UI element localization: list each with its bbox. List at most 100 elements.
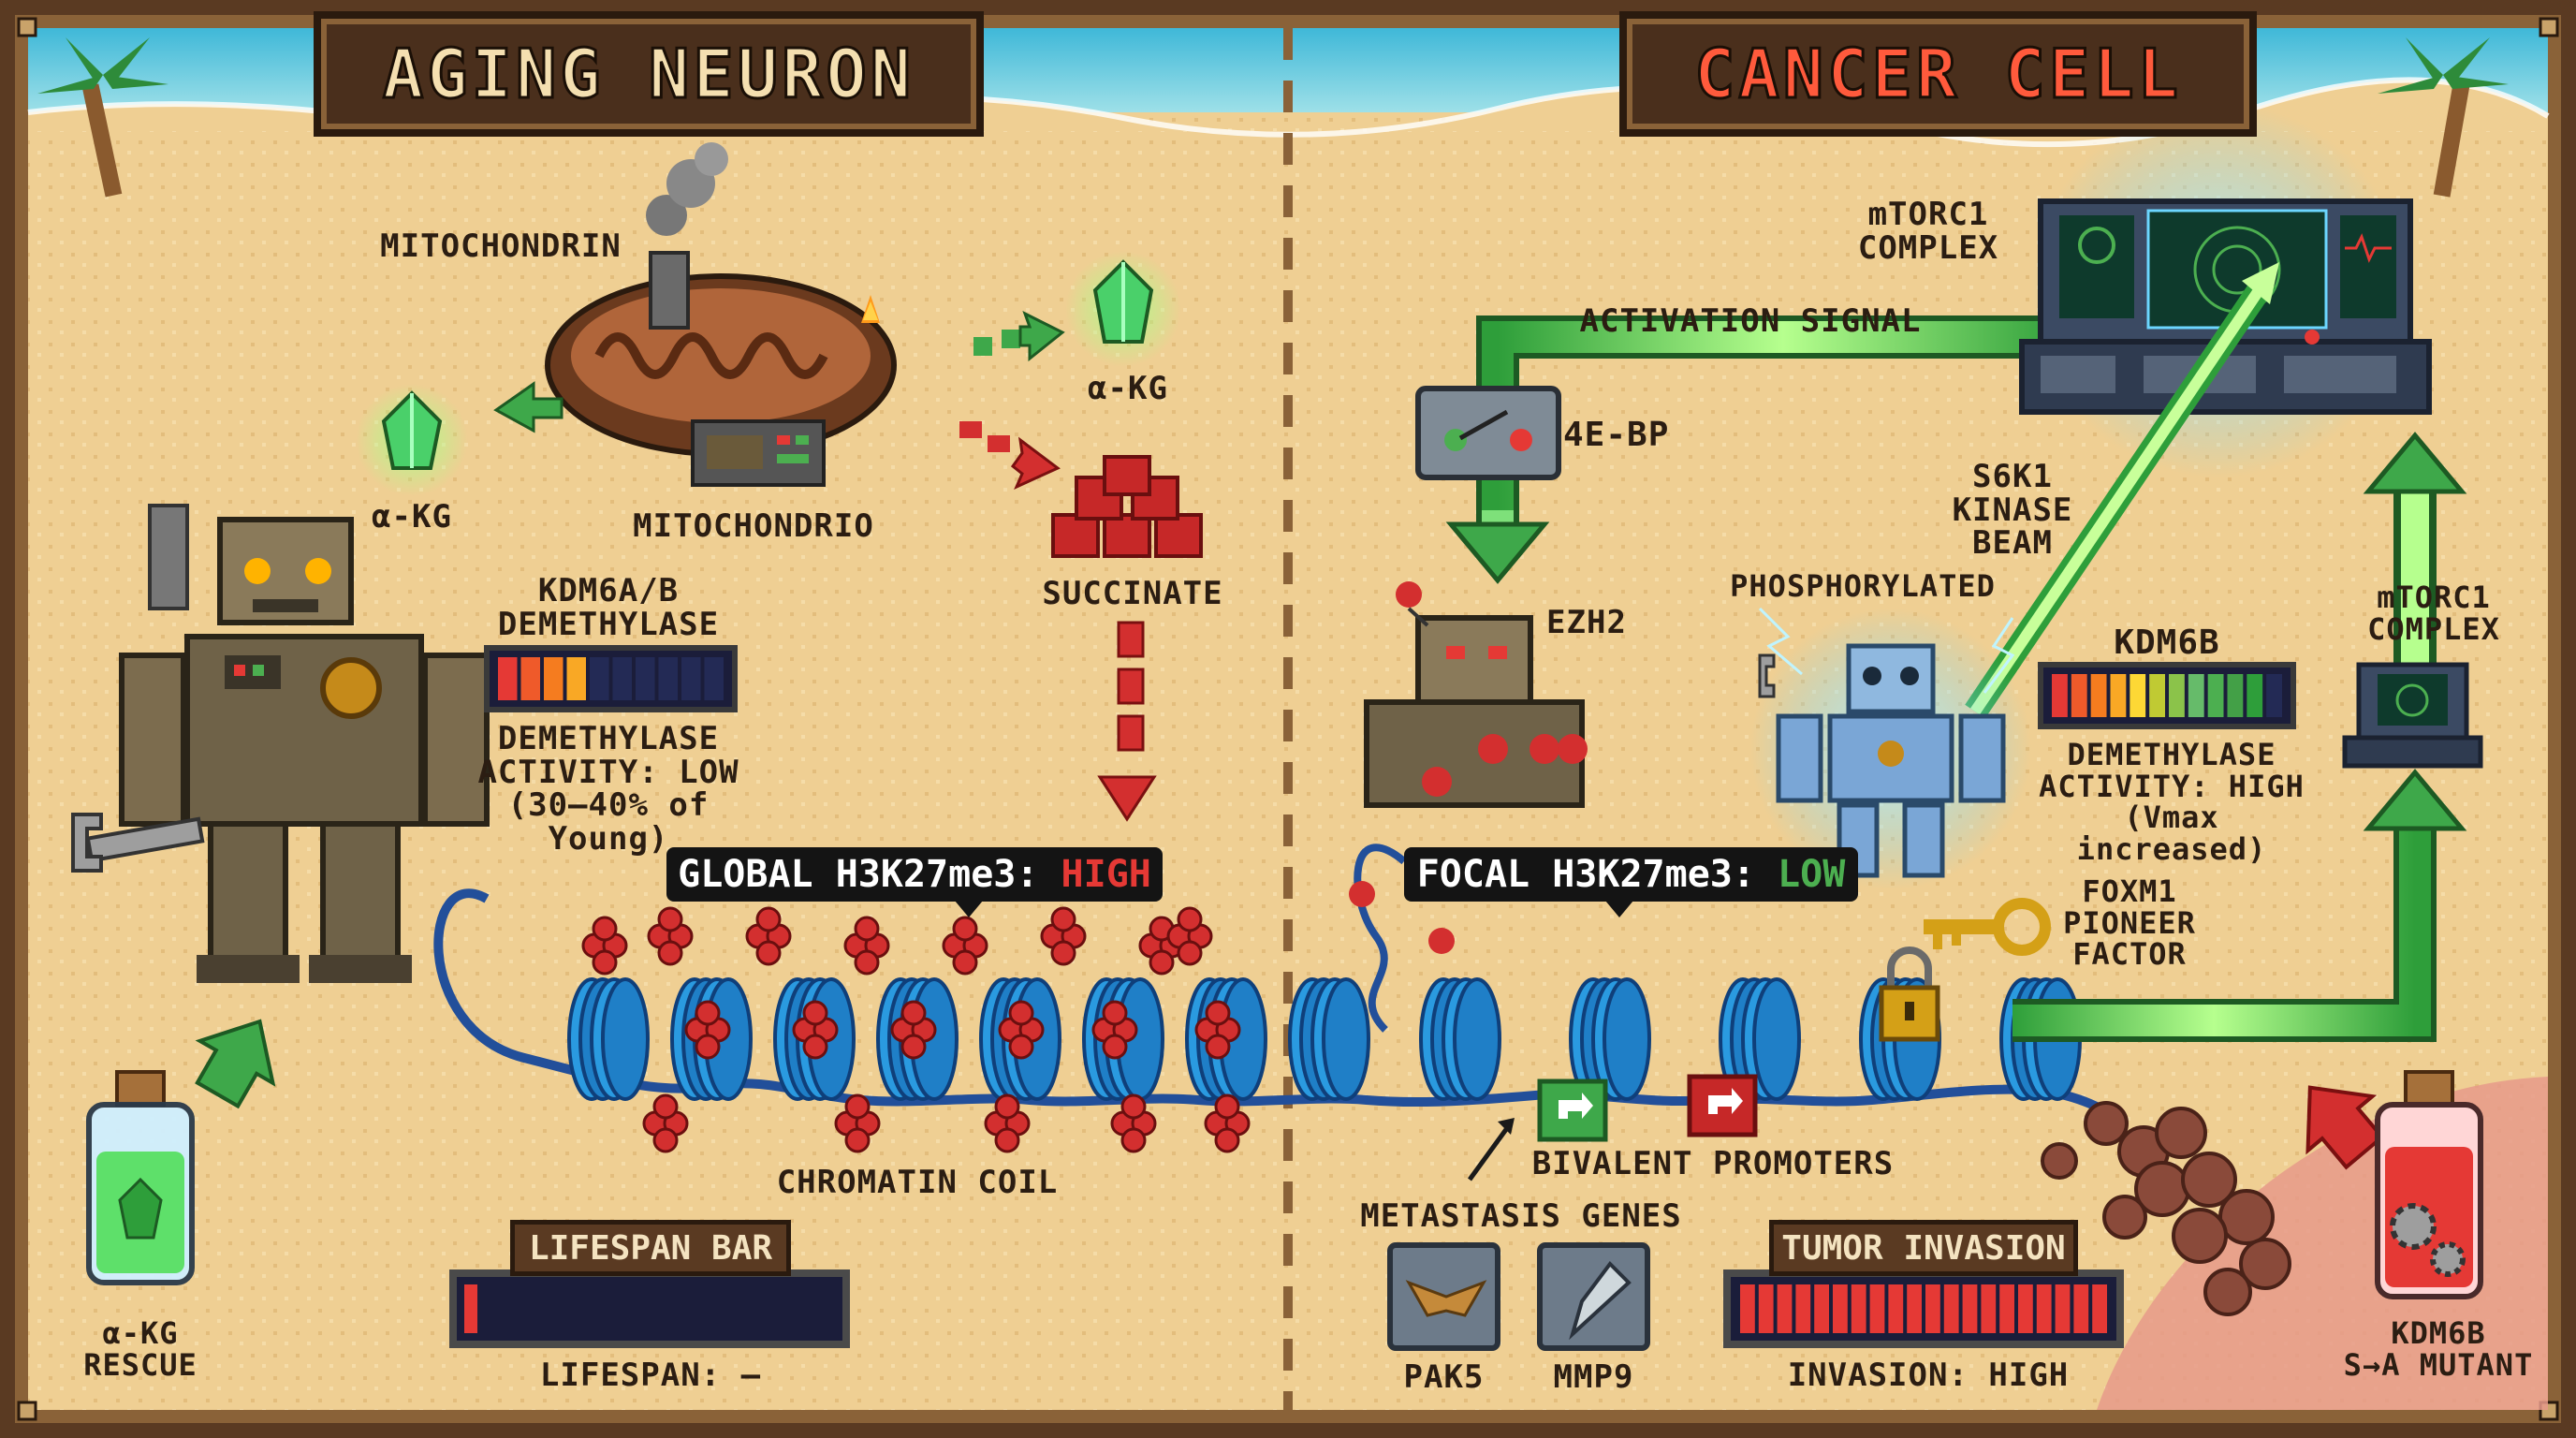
- invasion-bar-cell: [1925, 1284, 1940, 1333]
- gear-icon: [2390, 1203, 2466, 1277]
- arrow-to-akg-left: [493, 381, 564, 433]
- pak5-label: PAK5: [1403, 1358, 1485, 1396]
- mtorc1-feedback-pipe: [2012, 432, 2467, 1042]
- invasion-bar-cell: [1833, 1284, 1848, 1333]
- succinate-cubes-icon: [1051, 455, 1203, 558]
- invasion-bar-cell: [1962, 1284, 1978, 1333]
- mitochondrion-top-label: MITOCHONDRIN: [380, 227, 622, 265]
- kdm6ab-meter-cell: [590, 657, 609, 700]
- mitochondrion-bottom-label: MITOCHONDRIO: [633, 507, 874, 545]
- global-h3k27me3-value: HIGH: [1061, 853, 1151, 896]
- kdm6b-meter: [2038, 662, 2296, 729]
- nucleosome-icon: [1419, 977, 1501, 1101]
- right-activity-text: DEMETHYLASE ACTIVITY: HIGH (Vmax increas…: [2039, 737, 2305, 867]
- methyl-mark: [1194, 1000, 1241, 1060]
- methyl-mark: [998, 1000, 1045, 1060]
- title-plate-left: AGING NEURON: [314, 11, 984, 137]
- kdm6ab-meter-cell: [704, 657, 724, 700]
- 4ebp-label: 4E-BP: [1563, 416, 1670, 454]
- invasion-bar-cell: [1758, 1284, 1774, 1333]
- invasion-text: INVASION: HIGH: [1787, 1357, 2070, 1394]
- kdm6b-meter-cell: [2188, 674, 2204, 717]
- methyl-mark: [890, 1000, 937, 1060]
- kdm6b-meter-cell: [2169, 674, 2185, 717]
- nucleosome-icon: [1719, 977, 1801, 1101]
- invasion-bar: [1723, 1269, 2124, 1348]
- succinate-inhibition-arrow: [1097, 621, 1157, 822]
- vial-icon: [86, 1070, 195, 1285]
- invasion-bar-cell: [1740, 1284, 1755, 1333]
- nucleosome-icon: [1288, 977, 1370, 1101]
- global-h3k27me3-panel: GLOBAL H3K27me3: HIGH: [666, 847, 1163, 902]
- left-activity-text: DEMETHYLASE ACTIVITY: LOW (30–40% of You…: [477, 720, 739, 858]
- methyl-mark: [745, 906, 792, 966]
- methyl-mark: [1166, 906, 1213, 966]
- global-h3k27me3-prefix: GLOBAL H3K27me3:: [678, 853, 1061, 896]
- foxm1-label: FOXM1 PIONEER FACTOR: [2063, 873, 2196, 973]
- invasion-bar-cell: [1869, 1284, 1885, 1333]
- kdm6b-meter-cell: [2207, 674, 2224, 717]
- mtorc1-right-label: mTORC1 COMPLEX: [2367, 580, 2500, 647]
- methyl-mark: [984, 1093, 1031, 1153]
- s6k1-kinase-beam: [1965, 262, 2279, 719]
- kdm6ab-meter-cell: [544, 657, 564, 700]
- mtorc1-top-label: mTORC1 COMPLEX: [1857, 196, 1999, 267]
- activation-signal-label: ACTIVATION SIGNAL: [1579, 302, 1922, 340]
- invasion-bar-cell: [1777, 1284, 1793, 1333]
- kdm6b-meter-cell: [2247, 674, 2263, 717]
- methyl-mark: [1204, 1093, 1251, 1153]
- ezh2-label: EZH2: [1546, 604, 1627, 641]
- methyl-mark: [942, 916, 988, 976]
- methyl-mark: [792, 1000, 839, 1060]
- invasion-bar-cell: [2092, 1284, 2107, 1333]
- invasion-bar-cell: [1943, 1284, 1959, 1333]
- lifespan-bar: [449, 1269, 850, 1348]
- lifespan-text: LIFESPAN: –: [539, 1357, 762, 1394]
- title-plate-right: CANCER CELL: [1619, 11, 2257, 137]
- kdm6b-meter-cell: [2266, 674, 2282, 717]
- eagle-icon: [1387, 1242, 1500, 1351]
- kdm6ab-meter-cell: [566, 657, 586, 700]
- s6k1-label: S6K1 KINASE BEAM: [1952, 458, 2073, 563]
- invasion-header: TUMOR INVASION: [1769, 1220, 2078, 1276]
- invasion-bar-cell: [1795, 1284, 1811, 1333]
- kdm6b-meter-cell: [2090, 674, 2107, 717]
- akg-left-label: α-KG: [372, 498, 452, 536]
- arrow-to-succinate: [959, 421, 1061, 490]
- bivalent-promoter-green: [1537, 1078, 1608, 1142]
- methyl-mark: [581, 916, 628, 976]
- phosphorylated-label: PHOSPHORYLATED: [1730, 568, 1996, 604]
- methyl-mark: [647, 906, 694, 966]
- kdm6ab-meter-cell: [658, 657, 678, 700]
- drill-icon: [1537, 1242, 1650, 1351]
- invasion-bar-cell: [2073, 1284, 2089, 1333]
- invasion-bar-cell: [2018, 1284, 2033, 1333]
- methyl-mark: [1091, 1000, 1138, 1060]
- invasion-bar-cell: [1888, 1284, 1904, 1333]
- lifespan-header: LIFESPAN BAR: [510, 1220, 791, 1276]
- kdm6ab-meter-cell: [520, 657, 540, 700]
- robot-icon: [119, 504, 490, 983]
- wrench-icon: [71, 813, 205, 873]
- methyl-mark: [1040, 906, 1087, 966]
- kdm6ab-meter: [484, 645, 738, 712]
- invasion-bar-cell: [1851, 1284, 1866, 1333]
- focal-h3k27me3-panel: FOCAL H3K27me3: LOW: [1404, 847, 1858, 902]
- kdm6b-meter-cell: [2130, 674, 2146, 717]
- methyl-mark: [1110, 1093, 1157, 1153]
- key-icon: [1924, 898, 2051, 956]
- metastasis-genes-label: METASTASIS GENES: [1360, 1197, 1682, 1235]
- invasion-bar-cell: [2055, 1284, 2071, 1333]
- ezh2-robot-icon: [1349, 581, 1588, 954]
- switch-icon: [1415, 386, 1561, 480]
- palm-tree-icon: [2378, 37, 2509, 198]
- title-left: AGING NEURON: [381, 34, 915, 115]
- invasion-bar-cell: [1814, 1284, 1829, 1333]
- palm-tree-icon: [37, 37, 168, 198]
- chromatin-coil-label: CHROMATIN COIL: [776, 1164, 1059, 1201]
- arrow-to-akg-right: [973, 310, 1065, 362]
- phosphorylated-robot-icon: [1750, 607, 2031, 889]
- succinate-label: SUCCINATE: [1042, 575, 1223, 612]
